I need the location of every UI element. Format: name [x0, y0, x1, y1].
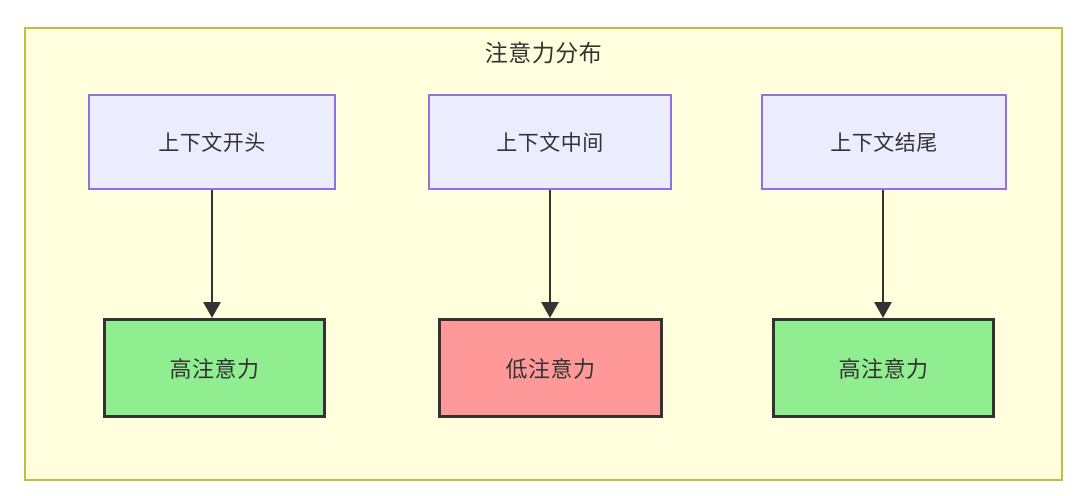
node-context-start[interactable]: 上下文开头: [88, 94, 336, 190]
node-attention-middle[interactable]: 低注意力: [438, 318, 663, 418]
subgraph-title: 注意力分布: [484, 40, 603, 66]
node-context-end[interactable]: 上下文结尾: [761, 94, 1007, 190]
node-attention-start[interactable]: 高注意力: [103, 318, 326, 418]
node-attention-end[interactable]: 高注意力: [772, 318, 995, 418]
node-context-middle[interactable]: 上下文中间: [428, 94, 672, 190]
